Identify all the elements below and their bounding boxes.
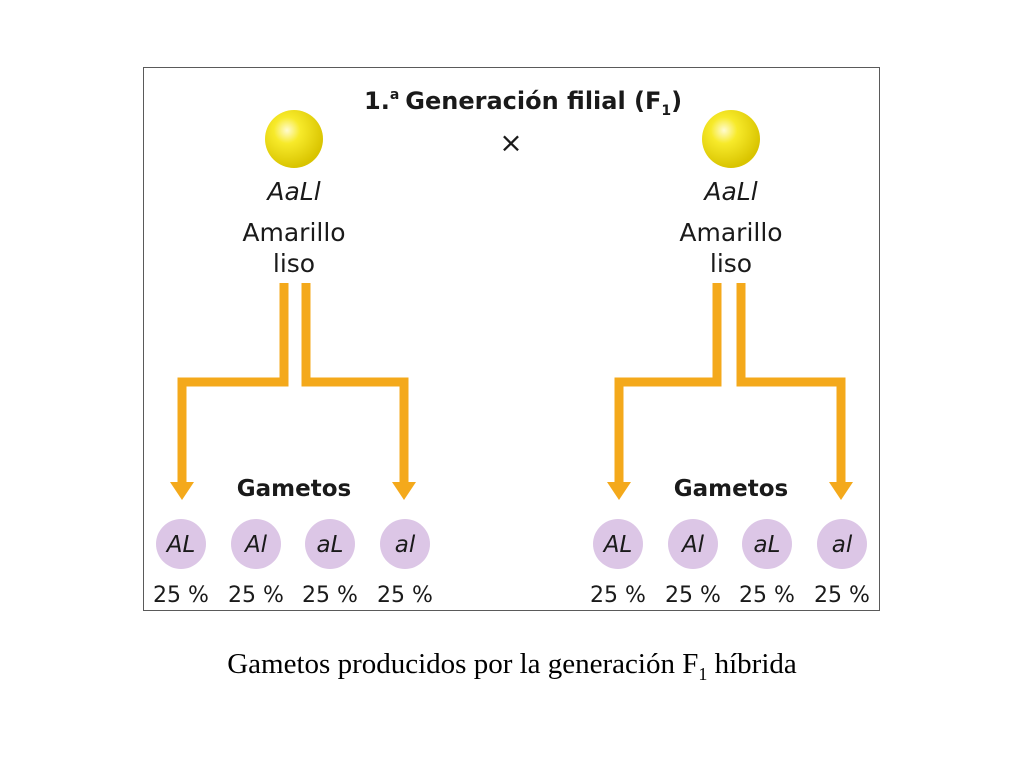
parent-left-phenotype-line1: Amarillo — [242, 218, 345, 247]
yellow-pea-icon — [265, 110, 323, 168]
gamete-circle — [668, 519, 718, 569]
arrow-left-inner — [301, 283, 409, 484]
gametes-label-left: Gametos — [237, 476, 351, 502]
gamete-type: al — [832, 532, 853, 558]
gamete-percent: 25 % — [665, 583, 721, 608]
gamete-type: AL — [602, 532, 633, 558]
arrow-right-inner — [736, 283, 846, 484]
gamete-percent: 25 % — [739, 583, 795, 608]
gametes-left: AL Al aL al 25 % 25 % 25 % 25 % — [153, 519, 433, 608]
gamete-circle — [305, 519, 355, 569]
gamete-percent: 25 % — [228, 583, 284, 608]
gamete-circle — [231, 519, 281, 569]
gametes-right: AL Al aL al 25 % 25 % 25 % 25 % — [590, 519, 870, 608]
parent-right-phenotype-line2: liso — [710, 249, 752, 278]
arrows-right — [614, 283, 846, 484]
parent-left: AaLl Amarillo liso — [242, 110, 346, 278]
gamete-circle — [817, 519, 867, 569]
gamete-percent: 25 % — [153, 583, 209, 608]
arrowhead-icon — [829, 482, 853, 500]
parent-right-phenotype-line1: Amarillo — [679, 218, 782, 247]
arrowhead-icon — [607, 482, 631, 500]
gamete-type: aL — [754, 532, 781, 558]
figure-caption: Gametos producidos por la generación F1 … — [0, 648, 1024, 685]
gamete-percent: 25 % — [377, 583, 433, 608]
gamete-type: Al — [680, 532, 705, 558]
caption-subscript: 1 — [698, 663, 708, 684]
gamete-percent: 25 % — [814, 583, 870, 608]
gametes-label-right: Gametos — [674, 476, 788, 502]
arrowhead-icon — [392, 482, 416, 500]
gamete-percent: 25 % — [590, 583, 646, 608]
gamete-circle — [593, 519, 643, 569]
parent-right: AaLl Amarillo liso — [679, 110, 783, 278]
gamete-percent: 25 % — [302, 583, 358, 608]
gamete-circle — [156, 519, 206, 569]
gamete-circle — [380, 519, 430, 569]
arrowhead-icon — [170, 482, 194, 500]
arrow-left-outer — [177, 283, 289, 484]
gamete-type: Al — [243, 532, 268, 558]
arrow-right-outer — [614, 283, 722, 484]
gamete-type: al — [395, 532, 416, 558]
yellow-pea-icon — [702, 110, 760, 168]
cross-symbol: × — [499, 126, 522, 159]
gamete-type: aL — [317, 532, 344, 558]
parent-right-genotype: AaLl — [702, 177, 757, 206]
parent-left-genotype: AaLl — [265, 177, 320, 206]
parent-left-phenotype-line2: liso — [273, 249, 315, 278]
gamete-circle — [742, 519, 792, 569]
caption-text: Gametos producidos por la generación F — [227, 648, 699, 680]
arrows-left — [177, 283, 409, 484]
caption-tail: híbrida — [707, 648, 797, 680]
gamete-type: AL — [165, 532, 196, 558]
